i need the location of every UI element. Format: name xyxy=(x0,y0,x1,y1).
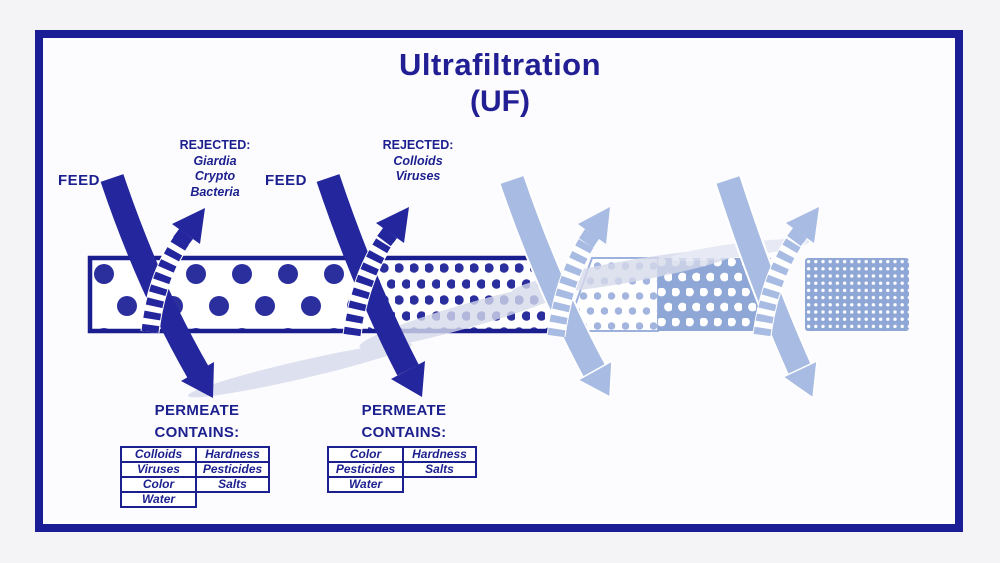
diagram-title: Ultrafiltration xyxy=(398,47,602,82)
rejected-item: Crypto xyxy=(194,169,236,183)
permeate-cell: Salts xyxy=(195,476,270,493)
permeate-table-2-right: Hardness Salts xyxy=(402,446,477,478)
permeate-title-1: PERMEATE xyxy=(154,402,240,419)
rejected-list-2: REJECTED: Colloids Viruses xyxy=(348,138,488,185)
permeate-cell: Water xyxy=(327,476,404,493)
permeate-cell: Pesticides xyxy=(195,461,270,478)
diagram-subtitle: (UF) xyxy=(470,85,530,118)
rejected-item: Bacteria xyxy=(190,184,240,199)
permeate-cell: Colloids xyxy=(120,446,197,463)
permeate-cell: Hardness xyxy=(195,446,270,463)
permeate-subtitle-1: CONTAINS: xyxy=(154,424,240,441)
permeate-table-2-left: Color Pesticides Water xyxy=(327,446,404,493)
permeate-heading-2: PERMEATE CONTAINS: xyxy=(326,400,482,444)
permeate-heading-1: PERMEATE CONTAINS: xyxy=(119,400,275,444)
feed-label-1: FEED xyxy=(58,172,101,189)
rejected-item: Viruses xyxy=(395,169,441,183)
rejected-item: Giardia xyxy=(193,153,237,168)
rejected-title-1: REJECTED: xyxy=(179,138,251,152)
rejected-list-1: REJECTED: Giardia Crypto Bacteria xyxy=(145,138,285,200)
permeate-cell: Salts xyxy=(402,461,477,478)
permeate-cell: Pesticides xyxy=(327,461,404,478)
permeate-subtitle-2: CONTAINS: xyxy=(361,424,447,441)
permeate-table-1-right: Hardness Pesticides Salts xyxy=(195,446,270,493)
permeate-table-1-left: Colloids Viruses Color Water xyxy=(120,446,197,508)
rejected-item: Colloids xyxy=(393,153,443,168)
feed-label-2: FEED xyxy=(265,172,308,189)
rejected-title-2: REJECTED: xyxy=(382,138,454,152)
permeate-cell: Water xyxy=(120,491,197,508)
permeate-title-2: PERMEATE xyxy=(361,402,447,419)
permeate-cell: Hardness xyxy=(402,446,477,463)
